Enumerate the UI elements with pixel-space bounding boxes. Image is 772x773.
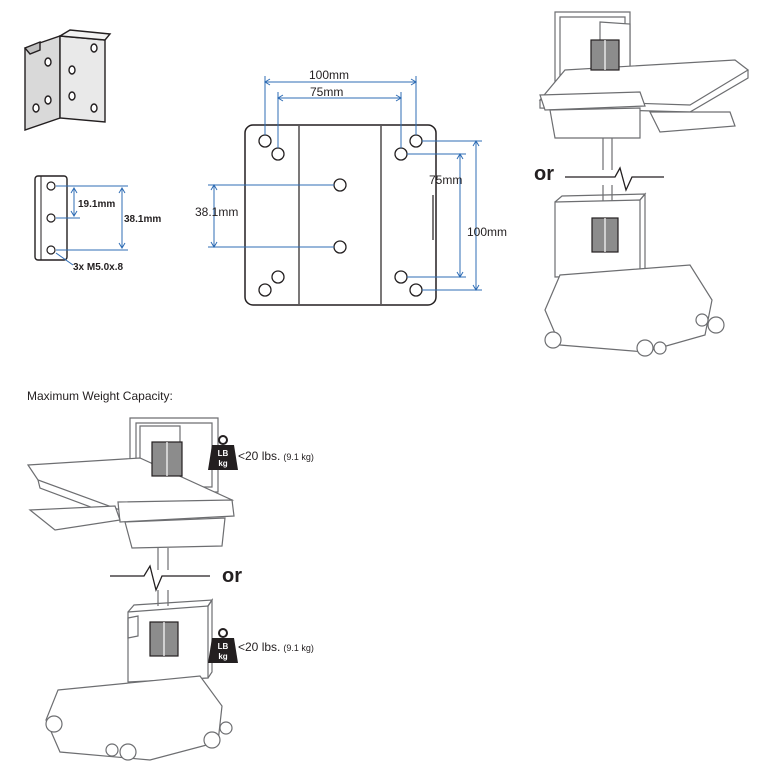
- weight-icon-bottom: LB kg: [208, 628, 238, 663]
- or-label-bottom: or: [222, 565, 242, 587]
- weight-icon-top: LB kg: [208, 435, 238, 470]
- dim-right-100mm: 100mm: [467, 225, 507, 239]
- weight-limit-bottom: <20 lbs.(9.1 kg): [238, 640, 314, 654]
- max-weight-heading: Maximum Weight Capacity:: [27, 389, 173, 403]
- dim-right-75mm: 75mm: [429, 173, 462, 187]
- break-line-bottom: [110, 564, 210, 593]
- weight-icon-top-kg: kg: [218, 459, 227, 468]
- dim-top-100mm: 100mm: [309, 68, 349, 82]
- screw-spec: 3x M5.0x.8: [73, 262, 123, 273]
- bracket-front-detail: 19.1mm 38.1mm 3x M5.0x.8: [34, 175, 161, 273]
- cart-illustration-top-right: [538, 11, 750, 357]
- break-line-top: [565, 166, 664, 192]
- weight-icon-top-lb: LB: [218, 449, 229, 458]
- bracket-3d-illustration: [23, 29, 112, 131]
- dim-38-1mm: 38.1mm: [124, 214, 161, 225]
- weight-limit-bottom-metric: (9.1 kg): [283, 643, 314, 653]
- cart-illustration-bottom: [26, 417, 235, 761]
- dim-19-1mm: 19.1mm: [78, 199, 115, 210]
- weight-limit-top-imperial: <20 lbs.: [238, 449, 280, 463]
- vesa-plate: 100mm 75mm 38.1mm 75mm 100mm: [195, 68, 507, 306]
- weight-limit-top: <20 lbs.(9.1 kg): [238, 449, 314, 463]
- weight-limit-bottom-imperial: <20 lbs.: [238, 640, 280, 654]
- weight-icon-bottom-kg: kg: [218, 652, 227, 661]
- weight-icon-bottom-lb: LB: [218, 642, 229, 651]
- dim-left-38mm: 38.1mm: [195, 205, 238, 219]
- weight-limit-top-metric: (9.1 kg): [283, 452, 314, 462]
- or-label-top: or: [534, 163, 554, 185]
- dim-top-75mm: 75mm: [310, 85, 343, 99]
